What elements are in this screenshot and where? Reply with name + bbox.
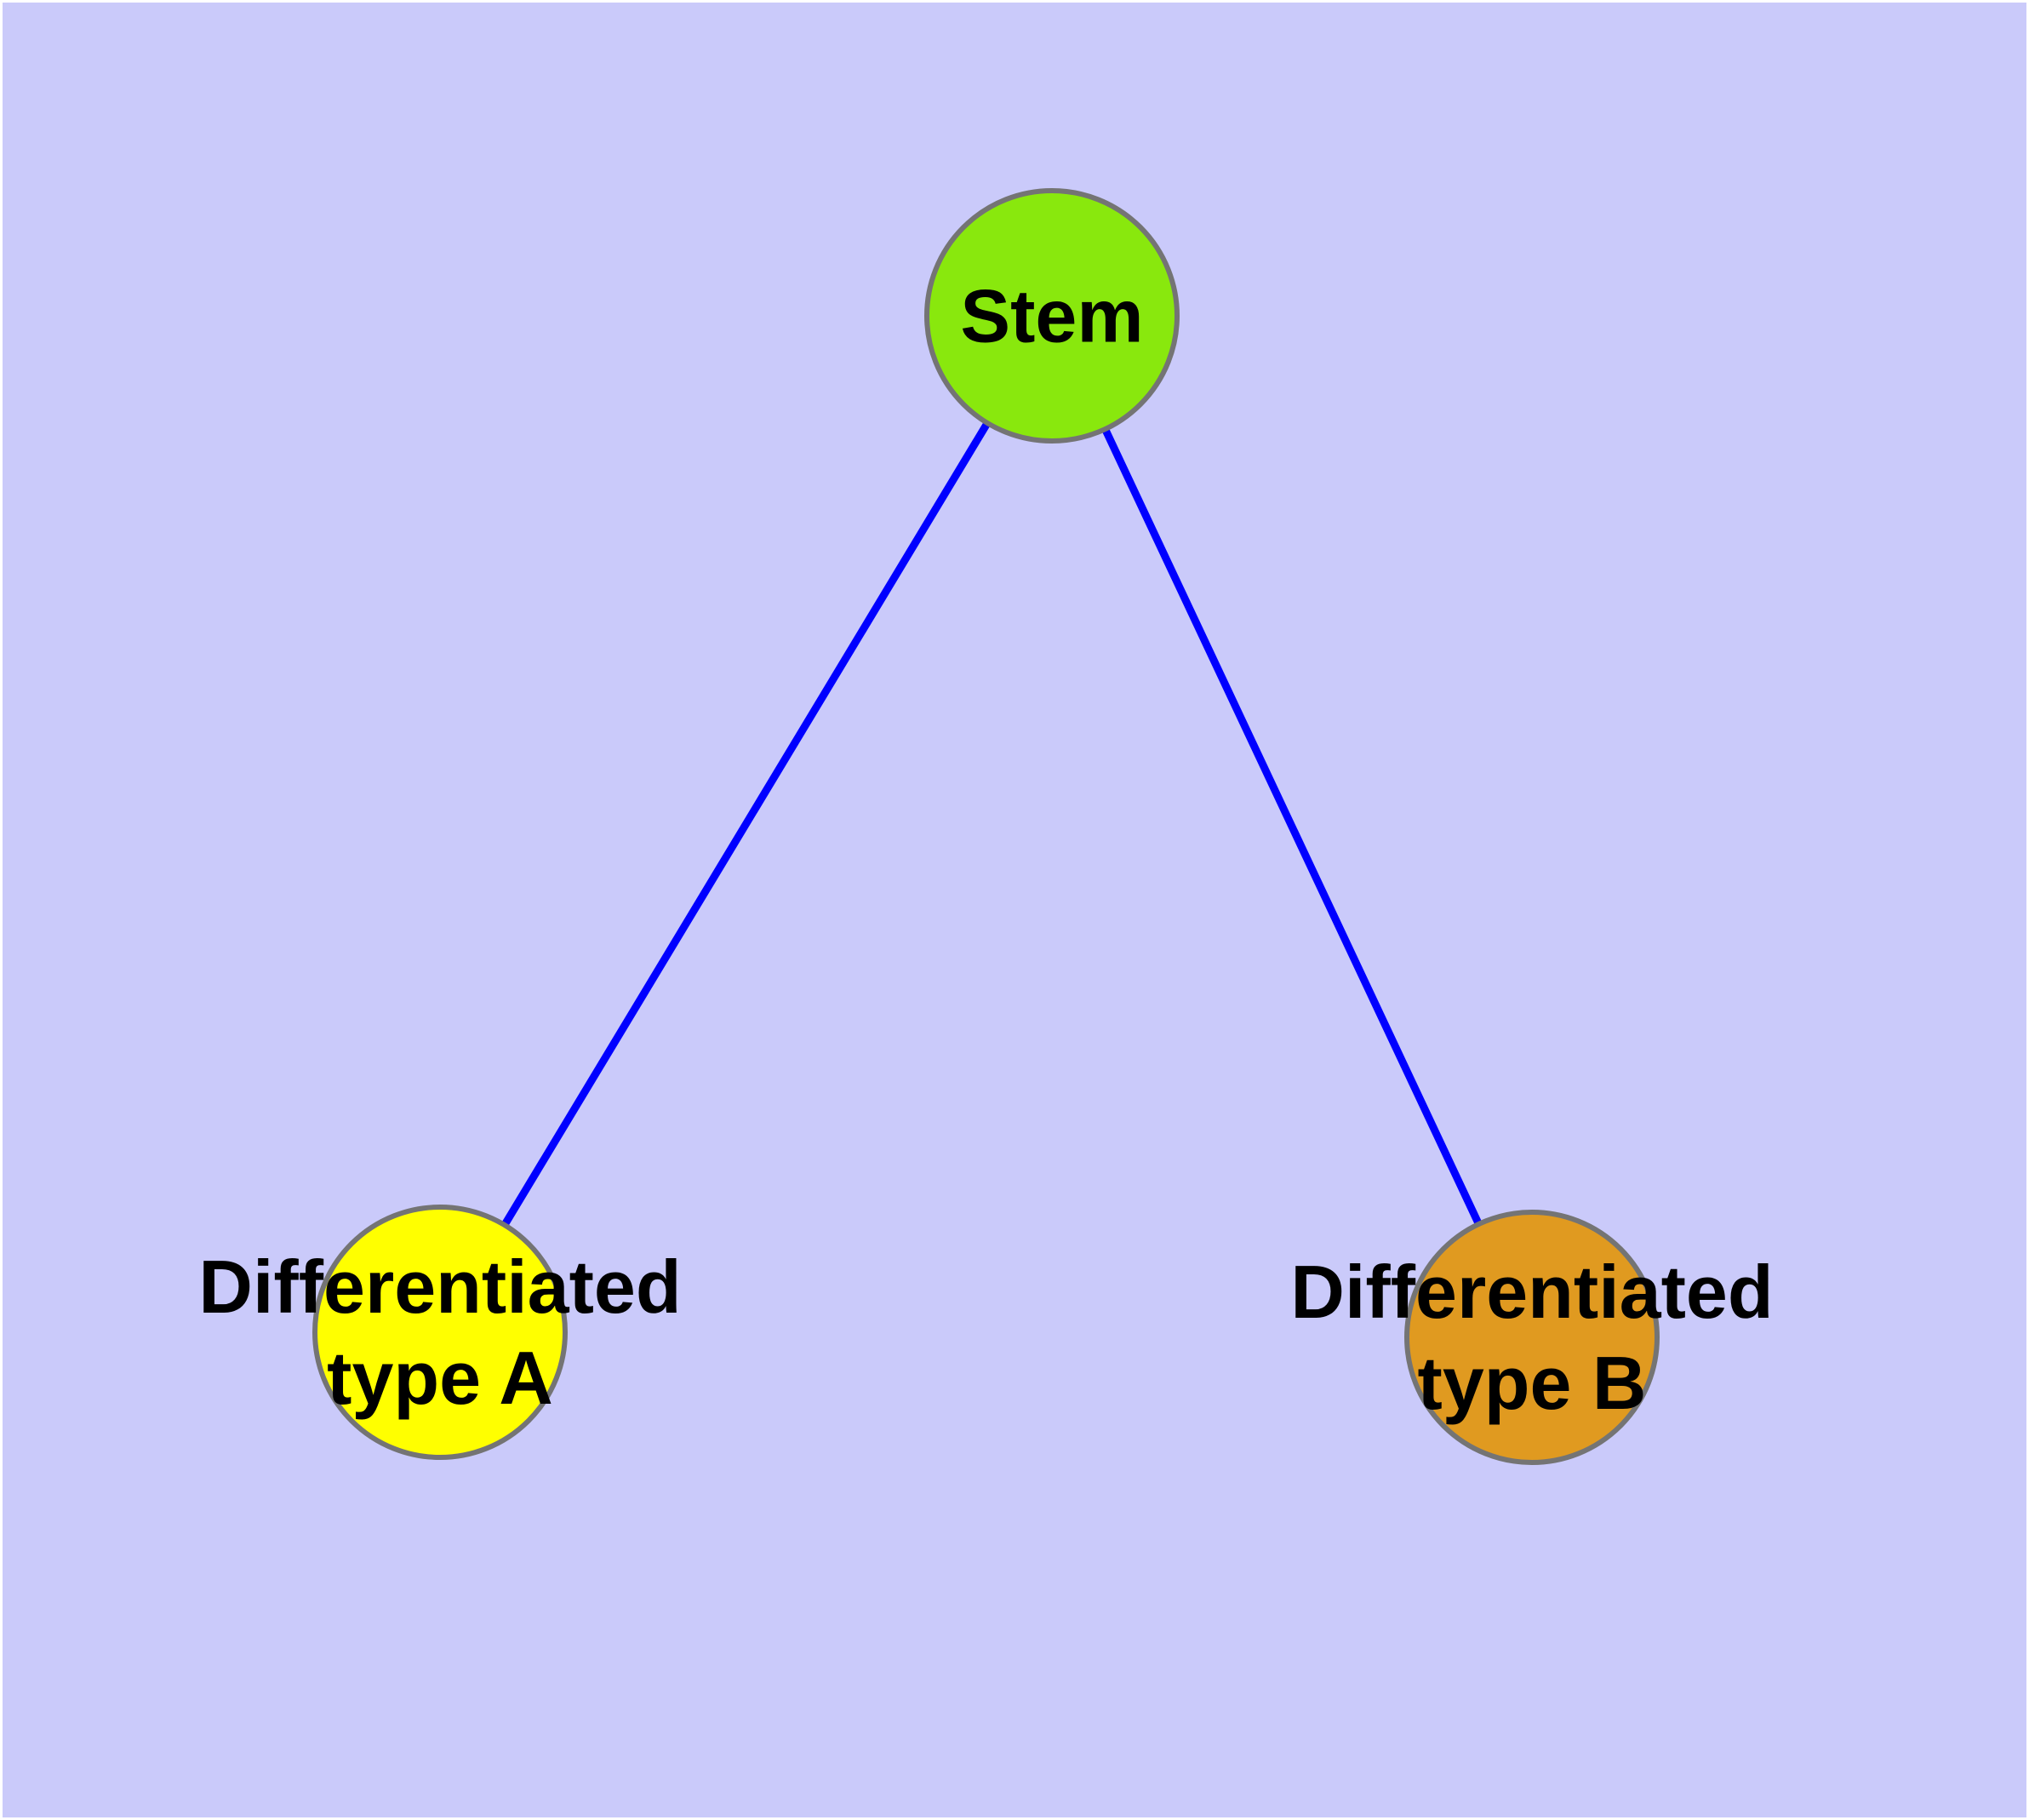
- node-stem-label: Stem: [960, 273, 1144, 358]
- node-differentiated-type-b: Differentiated type B: [1290, 1210, 1774, 1465]
- node-differentiated-type-a-label: Differentiated type A: [198, 1245, 682, 1420]
- plot-margin-left: [0, 0, 3, 1820]
- plot-margin-right: [2026, 0, 2029, 1820]
- node-differentiated-type-a: Differentiated type A: [198, 1205, 682, 1460]
- node-differentiated-type-b-label: Differentiated type B: [1290, 1250, 1774, 1425]
- edge-stem-to-type-a: [437, 313, 1055, 1335]
- plot-margin-top: [0, 0, 2029, 3]
- plot-margin-bottom: [0, 1817, 2029, 1820]
- node-stem: Stem: [924, 188, 1180, 444]
- edge-stem-to-type-b: [1048, 314, 1536, 1339]
